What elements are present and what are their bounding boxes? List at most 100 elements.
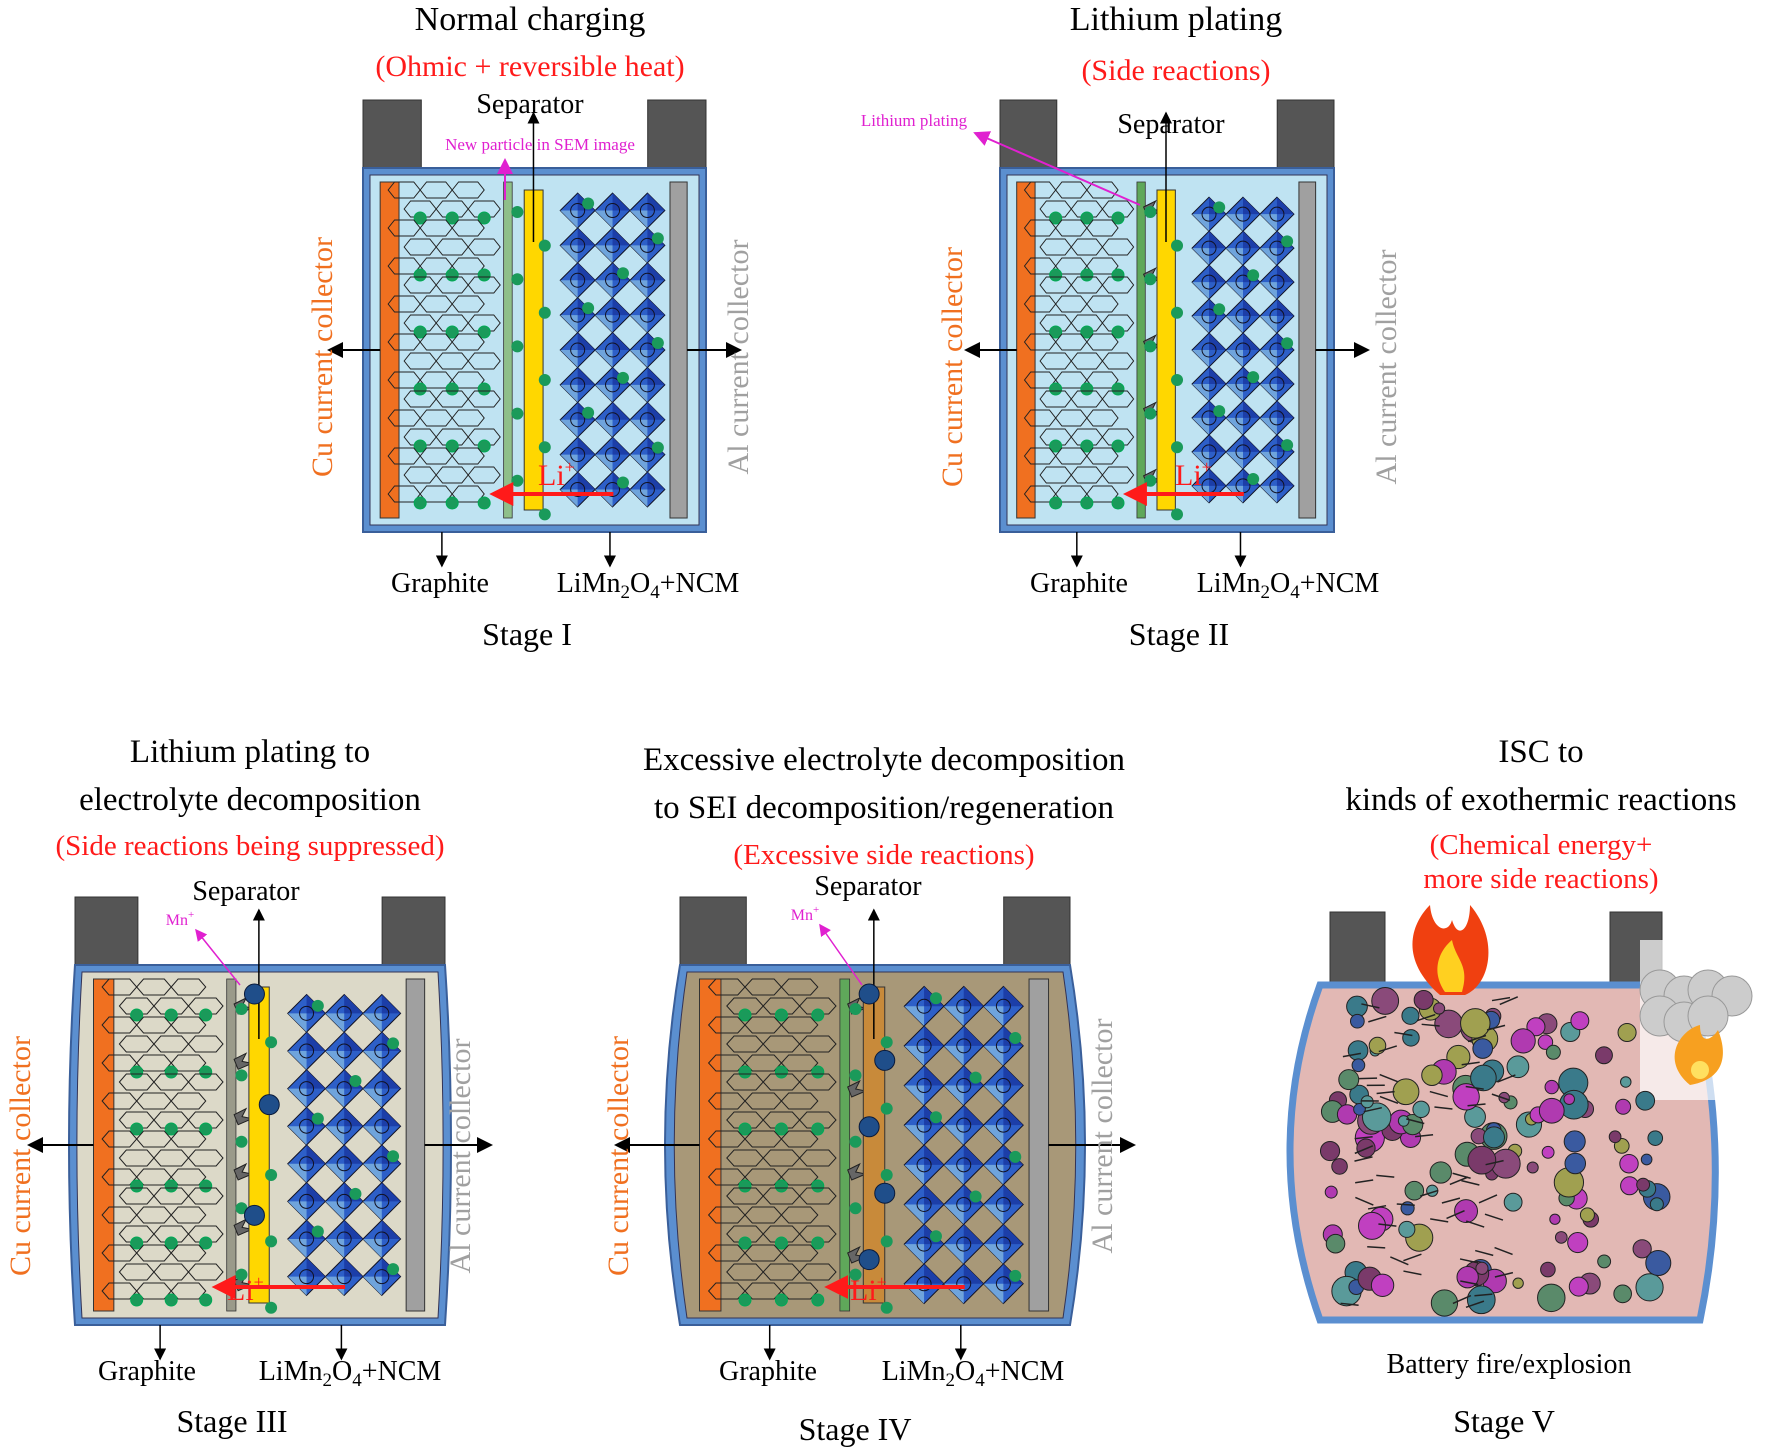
graphite-fragment xyxy=(1394,1031,1413,1037)
cathode-metal-site xyxy=(1269,308,1285,324)
stage-label: Stage IV xyxy=(799,1411,912,1447)
cathode-octahedron-face xyxy=(612,437,630,455)
cathode-octahedron-face xyxy=(1259,316,1277,334)
particle-debris xyxy=(1404,1180,1425,1201)
lithium-ion xyxy=(1281,439,1294,452)
negative-tab xyxy=(74,896,139,968)
graphite-layer xyxy=(467,428,501,446)
lithium-ion xyxy=(849,1202,862,1215)
stage-3-subtitle: (Side reactions being suppressed) xyxy=(56,830,445,862)
battery-cell-5-ruptured xyxy=(1286,905,1770,1324)
separator-label: Separator xyxy=(476,89,584,120)
cathode-octahedron-face xyxy=(1259,282,1277,300)
cathode-octahedron-face xyxy=(595,350,613,368)
cathode-metal-site xyxy=(639,377,655,393)
cathode-octahedron-face xyxy=(629,384,648,403)
stage-1-subtitle: (Ohmic + reversible heat) xyxy=(375,50,684,83)
sei-layer xyxy=(839,978,851,1312)
particle-debris xyxy=(1570,1011,1590,1031)
fire-icon-core xyxy=(1437,940,1465,992)
graphite-layer xyxy=(1101,390,1135,408)
lithium-ion xyxy=(164,1236,178,1250)
cathode-octahedron-face xyxy=(1226,350,1243,367)
cathode-octahedron-face xyxy=(595,384,613,403)
cathode-octahedron-face xyxy=(1226,383,1243,401)
stage-label: Stage V xyxy=(1453,1403,1555,1439)
particle-debris xyxy=(1432,1002,1446,1015)
cathode-metal-site xyxy=(1235,308,1251,324)
lithium-ion xyxy=(511,206,524,218)
cathode-octahedron-face xyxy=(612,332,630,350)
sei-layer xyxy=(226,978,237,1312)
lithium-ion xyxy=(199,1293,213,1307)
cathode-metal-site xyxy=(570,377,586,393)
cu-current-collector-label: Cu current collector xyxy=(306,237,339,477)
graphite-fragment xyxy=(1378,1045,1398,1053)
cathode-octahedron-face xyxy=(629,454,648,473)
cathode-octahedron-face xyxy=(647,262,665,281)
graphite-fragment xyxy=(1494,1271,1514,1278)
graphite-fragment xyxy=(1367,1204,1387,1210)
lithium-ion xyxy=(477,268,491,282)
lithium-ion xyxy=(1171,374,1184,386)
cathode-metal-site xyxy=(916,1117,932,1133)
li-ion-label: Li+ xyxy=(538,457,575,492)
graphite-layer xyxy=(1086,409,1119,427)
graphite-layer xyxy=(170,1282,207,1300)
lithium-ion xyxy=(774,1179,788,1193)
cathode-octahedron-face xyxy=(612,193,630,211)
cathode-metal-site xyxy=(1269,376,1285,392)
manganese-ion xyxy=(858,1249,880,1271)
cathode-octahedron-face xyxy=(1276,197,1294,215)
graphite-fragment xyxy=(1355,1196,1374,1206)
cathode-octahedron-face xyxy=(1192,214,1210,232)
graphite-fragment xyxy=(1452,1294,1472,1305)
lithium-ion xyxy=(849,1135,862,1148)
particle-debris xyxy=(1632,1239,1652,1259)
graphite-fragment xyxy=(1406,1118,1425,1125)
graphite-layer xyxy=(798,1149,837,1167)
lithium-ion xyxy=(511,273,524,286)
cathode-octahedron-face xyxy=(629,489,648,507)
cathode-metal-site xyxy=(1201,376,1217,392)
cathode-metal-site xyxy=(605,237,621,253)
graphite-layer xyxy=(798,1111,837,1129)
cu-current-collector-label: Cu current collector xyxy=(936,247,969,487)
lithium-ion xyxy=(477,325,491,339)
lithium-ion xyxy=(1144,407,1157,420)
cathode-metal-site xyxy=(639,237,655,253)
graphite-fragment xyxy=(1446,1209,1465,1220)
graphite-layer xyxy=(451,333,485,351)
cathode-metal-site xyxy=(995,1196,1011,1212)
graphite-fragment xyxy=(1467,1103,1486,1107)
cathode-metal-site xyxy=(570,307,586,323)
graphite-layer xyxy=(170,1016,207,1034)
lithium-ion xyxy=(582,302,595,315)
lithium-ion xyxy=(477,439,491,453)
cathode-octahedron-face xyxy=(1226,451,1243,469)
graphite-fragment xyxy=(1354,1136,1373,1140)
graphite-fragment xyxy=(1363,1106,1382,1113)
manganese-ion xyxy=(874,1182,896,1204)
particle-debris xyxy=(1483,1126,1505,1149)
graphite-layer xyxy=(187,1073,224,1091)
cathode-octahedron-face xyxy=(1192,316,1210,334)
graphite-fragment xyxy=(1429,1090,1449,1098)
stage-label: Stage I xyxy=(482,616,572,652)
particle-debris xyxy=(1346,995,1368,1018)
graphite-layer xyxy=(798,1263,837,1281)
particle-debris xyxy=(1331,1158,1348,1175)
lithium-ion xyxy=(235,1003,248,1015)
cathode-octahedron-face xyxy=(577,367,596,385)
manganese-ion xyxy=(858,1116,880,1138)
stage-3-title-line-2: electrolyte decomposition xyxy=(79,782,421,818)
cathode-metal-site xyxy=(1269,240,1285,256)
manganese-ion xyxy=(243,983,265,1005)
cathode-metal-site xyxy=(1235,206,1251,222)
cathode-octahedron-face xyxy=(1226,214,1243,232)
al-current-collector-label: Al current collector xyxy=(1370,250,1403,485)
lithium-ion xyxy=(616,371,629,384)
cathode-octahedron-face xyxy=(577,332,596,350)
lithium-ion xyxy=(413,439,427,453)
lithium-ion xyxy=(511,407,524,420)
